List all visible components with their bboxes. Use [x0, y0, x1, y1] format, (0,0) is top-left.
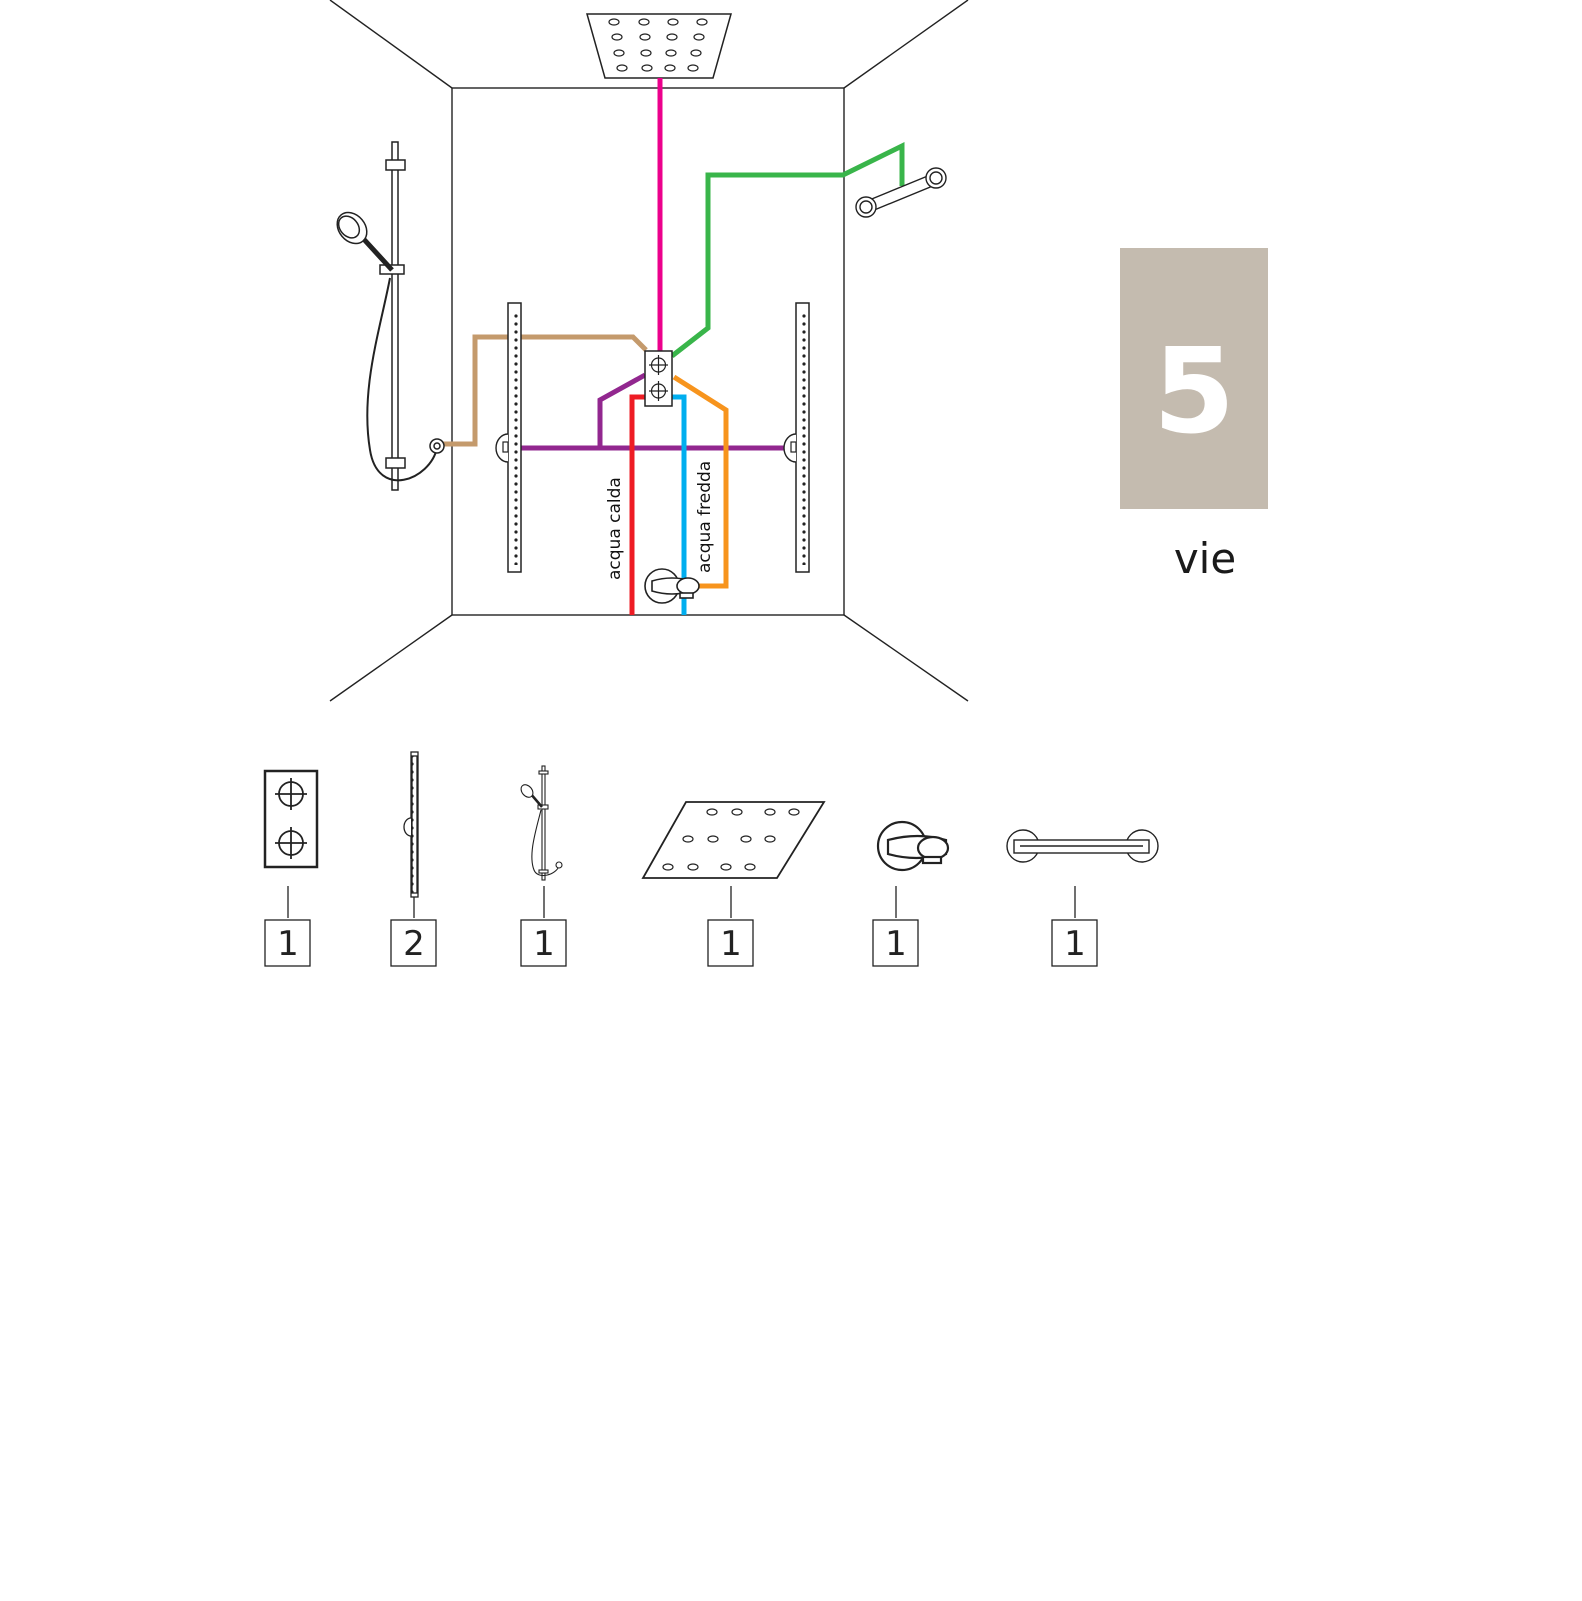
component-icon-overhead — [641, 801, 826, 879]
hand-shower-pipe — [441, 334, 648, 447]
hot-water-label: acqua calda — [605, 477, 625, 580]
thermostatic-mixer — [644, 350, 673, 407]
quantity-box-mixer — [264, 919, 311, 967]
component-icon-hand-shower — [520, 765, 563, 881]
side-jets-branch-pipe — [597, 372, 647, 448]
quantity-box-overhead — [707, 919, 754, 967]
overhead-shower — [586, 13, 732, 79]
quantity-towel-bar: 1 — [1064, 924, 1086, 964]
component-icon-spout — [876, 820, 950, 872]
outlets-caption: vie — [1173, 534, 1237, 583]
spout-pipe — [672, 374, 729, 589]
quantity-box-hand-shower — [520, 919, 567, 967]
quantity-side-jet: 2 — [403, 924, 425, 964]
quantity-mixer: 1 — [277, 924, 299, 964]
cold-water-pipe — [671, 394, 687, 615]
left-side-jet-bar — [495, 302, 522, 573]
wall-towel-bar — [855, 167, 947, 218]
component-icon-towel-bar — [1006, 829, 1159, 863]
wall-bath-spout — [644, 568, 700, 604]
hot-water-pipe — [629, 394, 645, 615]
quantity-hand-shower: 1 — [533, 924, 555, 964]
quantity-overhead: 1 — [720, 924, 742, 964]
quantity-spout: 1 — [885, 924, 907, 964]
quantity-box-towel-bar — [1051, 919, 1098, 967]
outlets-count: 5 — [1152, 321, 1236, 460]
component-icon-side-jet — [403, 751, 419, 898]
right-side-jet-bar — [783, 302, 810, 573]
room-outline — [329, 0, 969, 702]
cold-water-label: acqua fredda — [695, 461, 715, 573]
component-icon-mixer — [263, 769, 319, 869]
quantity-box-side-jet — [390, 919, 437, 967]
quantity-boxes — [264, 886, 1098, 967]
outlets-badge: 5 — [1120, 248, 1268, 509]
pipes — [441, 78, 905, 615]
towel-bar-pipe — [670, 141, 905, 358]
quantity-box-spout — [872, 919, 919, 967]
wall-hand-shower-rail — [336, 141, 445, 491]
